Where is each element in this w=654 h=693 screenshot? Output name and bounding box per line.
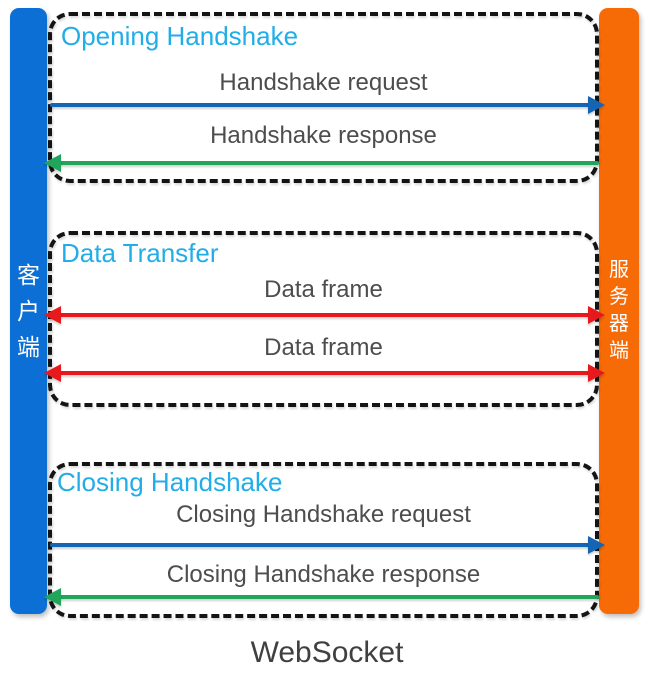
arrowhead-right-icon: [588, 364, 605, 382]
message-label-handshake-request: Handshake request: [219, 69, 428, 96]
message-label-closing-request: Closing Handshake request: [176, 501, 471, 528]
arrowhead-right-icon: [588, 536, 605, 554]
message-label-handshake-response: Handshake response: [210, 122, 437, 149]
arrowhead-right-icon: [588, 96, 605, 114]
arrow-line: [50, 543, 599, 547]
client-lifeline-bar: 客户端: [10, 8, 47, 614]
diagram-title: WebSocket: [250, 636, 404, 669]
message-label-data-frame-1: Data frame: [264, 276, 383, 303]
client-label: 客户端: [16, 262, 40, 360]
server-label: 服务器端: [609, 259, 629, 362]
arrowhead-right-icon: [588, 306, 605, 324]
phase-heading-opening-handshake: Opening Handshake: [61, 21, 299, 51]
arrow-line: [50, 595, 599, 599]
phase-heading-closing-handshake: Closing Handshake: [57, 467, 283, 497]
message-label-data-frame-2: Data frame: [264, 334, 383, 361]
arrow-line: [50, 103, 599, 107]
arrowhead-left-icon: [44, 364, 61, 382]
message-label-closing-response: Closing Handshake response: [166, 561, 481, 588]
arrow-line: [50, 371, 599, 375]
arrow-line: [50, 161, 599, 165]
arrow-line: [50, 313, 599, 317]
phase-heading-data-transfer: Data Transfer: [61, 238, 219, 268]
arrowhead-left-icon: [44, 588, 61, 606]
arrowhead-left-icon: [44, 154, 61, 172]
server-lifeline-bar: 服务器端: [599, 8, 639, 614]
arrowhead-left-icon: [44, 306, 61, 324]
